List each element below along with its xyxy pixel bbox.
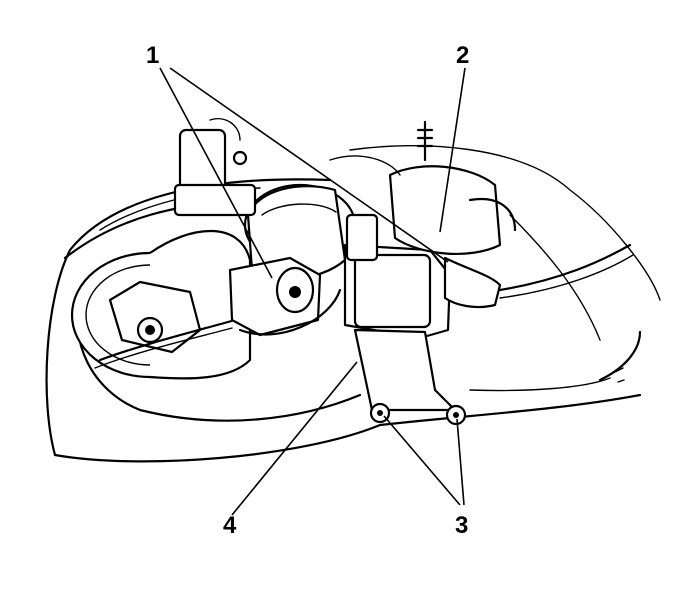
leader-1b	[169, 67, 449, 263]
pump-motor-left	[70, 229, 252, 380]
callout-3: 3	[455, 512, 468, 539]
leader-3a	[383, 415, 461, 506]
callout-2: 2	[456, 42, 469, 69]
callout-1: 1	[146, 42, 159, 69]
leader-lines	[159, 67, 466, 516]
right-connector-harness	[329, 120, 634, 299]
leader-2	[439, 67, 466, 233]
pump-motor-right	[243, 183, 357, 281]
leader-4	[231, 361, 358, 516]
callout-4: 4	[223, 512, 237, 539]
leader-3b	[456, 418, 465, 506]
upper-module	[173, 118, 257, 217]
hose-sensor	[228, 256, 342, 337]
leader-1a	[159, 67, 273, 279]
